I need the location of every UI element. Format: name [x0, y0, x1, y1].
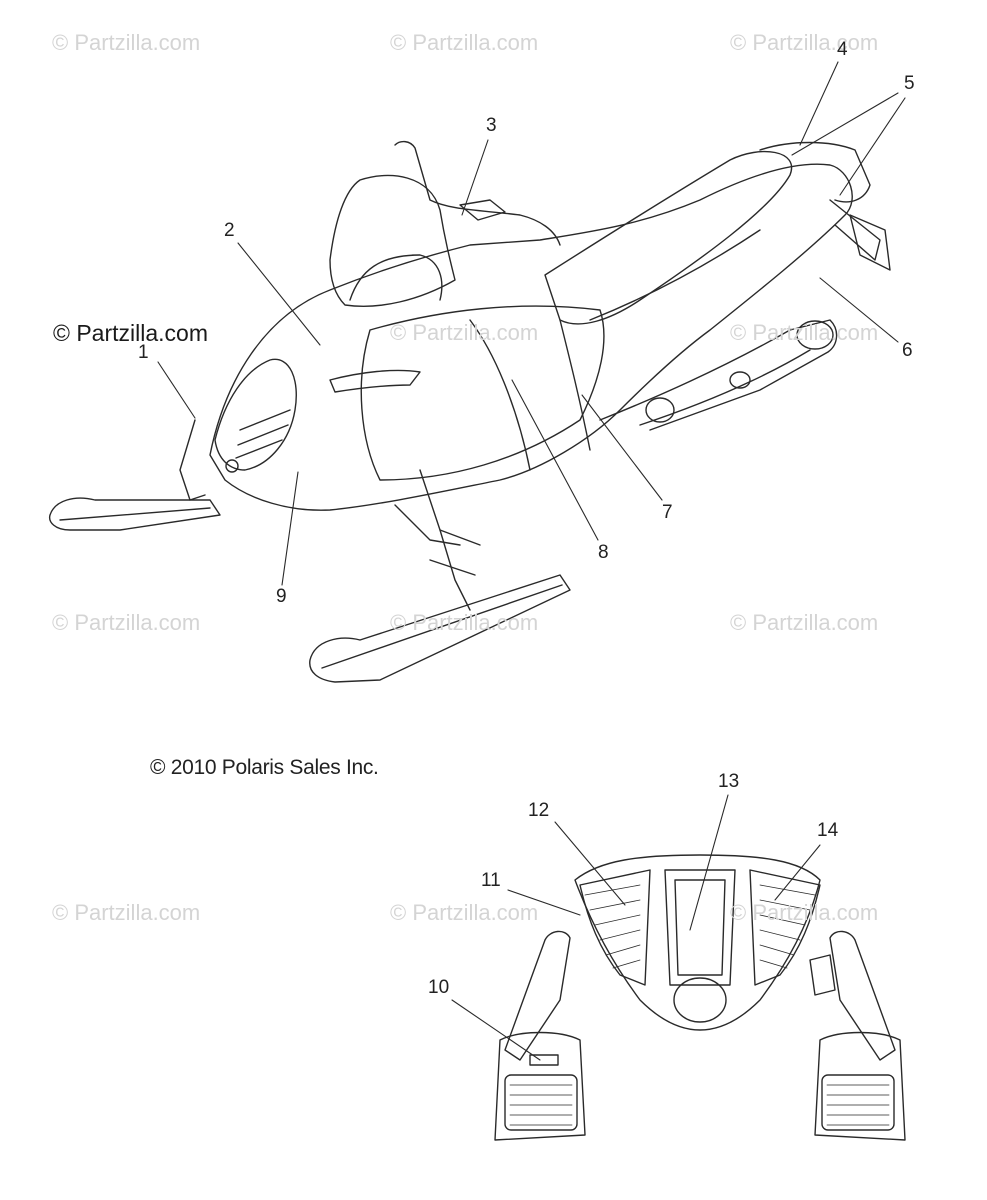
- leader-8: [511, 379, 599, 541]
- leader-13: [689, 794, 729, 931]
- leader-11: [507, 889, 581, 916]
- callout-14: 14: [817, 820, 839, 841]
- watermark: © Partzilla.com: [52, 900, 201, 925]
- watermark: © Partzilla.com: [52, 30, 201, 55]
- leader-7: [581, 394, 663, 501]
- callout-1: 1: [138, 342, 149, 363]
- leader-12: [554, 821, 626, 906]
- callout-7: 7: [662, 502, 673, 523]
- callout-leader-lines: [157, 61, 906, 1061]
- callout-11: 11: [481, 870, 501, 891]
- hood-front-view-illustration: [494, 854, 906, 1141]
- leader-4: [799, 61, 839, 146]
- leader-2: [237, 242, 321, 346]
- callout-5: 5: [904, 73, 915, 94]
- watermark: © Partzilla.com: [730, 320, 879, 345]
- watermark: © Partzilla.com: [390, 610, 539, 635]
- callout-6: 6: [902, 340, 913, 361]
- leader-9: [281, 471, 299, 586]
- callout-13: 13: [718, 771, 740, 792]
- watermark: © Partzilla.com: [730, 30, 879, 55]
- snowmobile-illustration: [48, 140, 891, 683]
- callout-10: 10: [428, 977, 450, 998]
- watermark: © Partzilla.com: [730, 900, 879, 925]
- watermark: © Partzilla.com: [390, 320, 539, 345]
- copyright-notice: © 2010 Polaris Sales Inc.: [150, 756, 379, 779]
- watermark: © Partzilla.com: [390, 30, 539, 55]
- callout-4: 4: [837, 39, 848, 60]
- watermark: © Partzilla.com: [730, 610, 879, 635]
- leader-1: [157, 361, 196, 419]
- watermark: © Partzilla.com: [390, 900, 539, 925]
- watermark-dark: © Partzilla.com: [53, 320, 208, 346]
- watermark: © Partzilla.com: [52, 610, 201, 635]
- leader-10: [451, 999, 541, 1061]
- leader-14: [774, 844, 821, 901]
- callout-2: 2: [224, 220, 235, 241]
- leader-6: [819, 277, 899, 343]
- leader-5a: [791, 92, 899, 156]
- callout-8: 8: [598, 542, 609, 563]
- callout-3: 3: [486, 115, 497, 136]
- leader-5b: [839, 97, 906, 196]
- leader-3: [461, 139, 489, 216]
- callout-9: 9: [276, 586, 287, 607]
- callout-12: 12: [528, 800, 550, 821]
